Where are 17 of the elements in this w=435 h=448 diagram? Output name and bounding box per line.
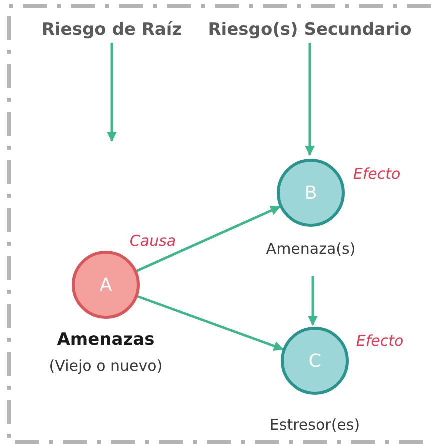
node-caption: Amenazas	[57, 330, 155, 350]
node-caption: Estresor(es)	[270, 415, 360, 435]
role-label: Causa	[130, 231, 176, 251]
arrow	[107, 43, 117, 142]
arrow	[308, 276, 318, 326]
arrow	[136, 206, 281, 272]
arrow	[305, 43, 315, 156]
column-heading: Riesgo(s) Secundario	[208, 19, 412, 41]
node-caption: Amenaza(s)	[266, 239, 356, 259]
column-heading: Riesgo de Raíz	[42, 19, 182, 41]
role-label: Efecto	[353, 164, 401, 184]
node-circle: B	[277, 159, 345, 227]
role-label: Efecto	[356, 331, 404, 351]
node-circle: C	[281, 327, 349, 395]
arrow	[138, 295, 284, 351]
node-circle: A	[72, 251, 140, 319]
node-caption: (Viejo o nuevo)	[49, 356, 163, 376]
